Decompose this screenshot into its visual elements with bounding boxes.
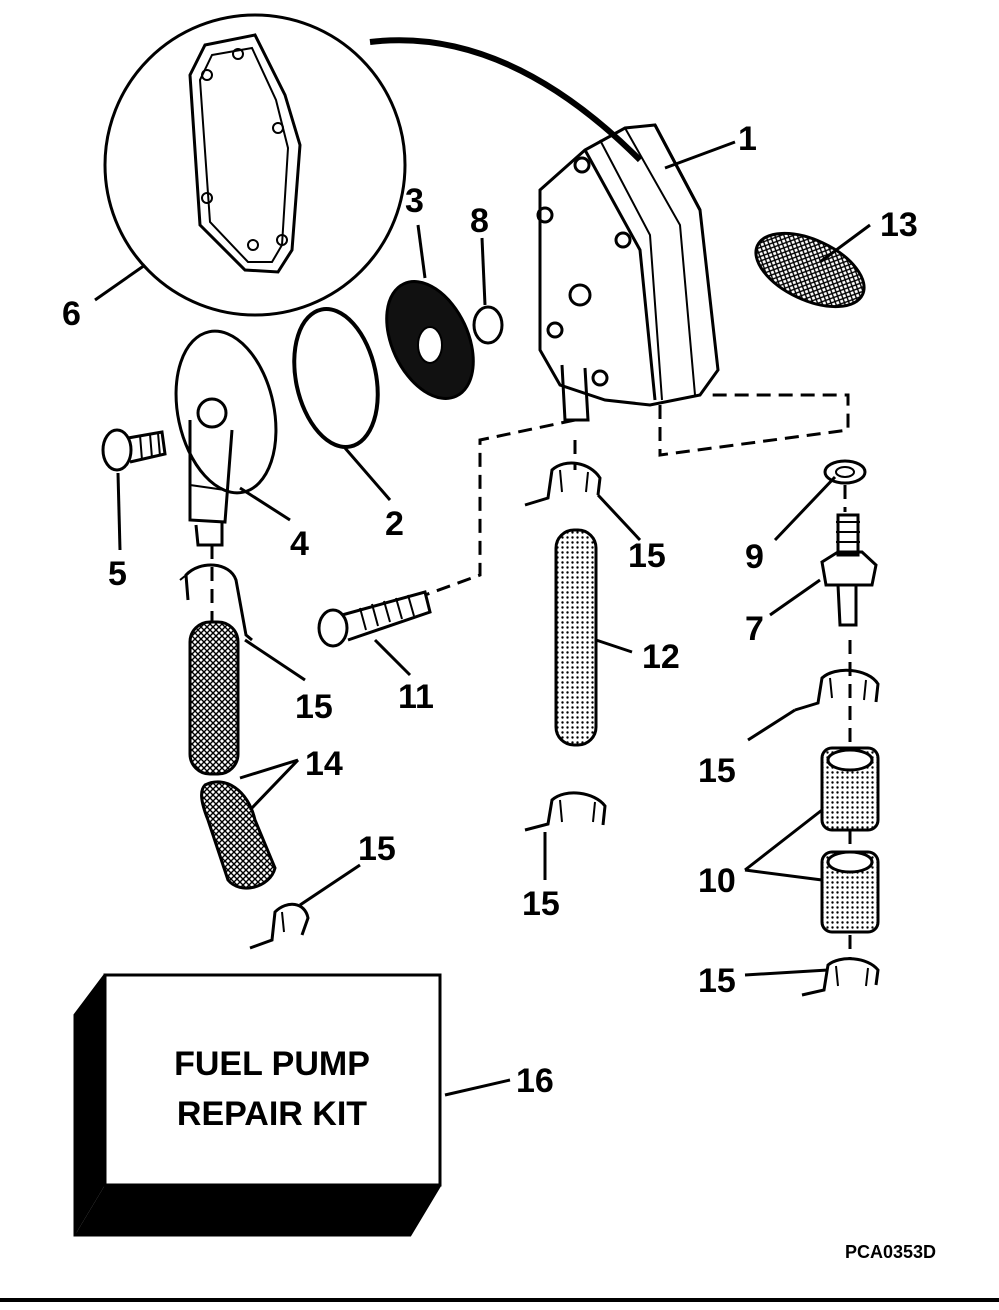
label-part-5: 5 [108,555,127,593]
part-14-filter-elements [188,620,277,890]
part-15-clamp-a [179,563,253,642]
kit-box-line2: REPAIR KIT [177,1095,367,1133]
label-part-1: 1 [738,120,757,158]
part-4-cover [174,329,278,547]
part-8-o-ring [472,305,504,345]
part-3-diaphragm [385,280,475,400]
label-part-3: 3 [405,182,424,220]
label-part-4: 4 [290,525,309,563]
part-labels: 1 2 3 4 5 6 7 8 9 10 11 12 13 14 15 15 1… [62,120,918,1100]
label-part-15-d: 15 [358,830,396,868]
part-16-repair-kit-box: FUEL PUMP REPAIR KIT [73,973,442,1237]
part-7-fitting [820,513,878,627]
part-15-clamp-b [524,461,602,507]
label-part-12: 12 [642,638,680,676]
label-part-16: 16 [516,1062,554,1100]
part-12-filter-tube [554,528,598,747]
drawing-code: PCA0353D [845,1242,936,1262]
label-part-8: 8 [470,202,489,240]
label-part-15-e: 15 [522,885,560,923]
part-15-clamp-d [794,668,880,712]
label-part-10: 10 [698,862,736,900]
part-9-washer [823,459,867,485]
part-6-detail-circle [103,13,643,317]
label-part-15-b: 15 [628,537,666,575]
label-part-7: 7 [745,610,764,648]
part-15-clamp-e [249,902,310,950]
label-part-14: 14 [305,745,343,783]
label-part-6: 6 [62,295,81,333]
part-13-screen [754,231,866,309]
part-15-clamp-c [524,791,607,832]
label-part-15-a: 15 [295,688,333,726]
label-part-9: 9 [745,538,764,576]
label-part-13: 13 [880,206,918,244]
part-1-pump-body [536,123,720,422]
label-part-2: 2 [385,505,404,543]
part-11-bolt [317,590,432,648]
part-15-clamp-f [801,957,880,997]
part-10-filter-cartridges [820,746,880,934]
label-part-15-c: 15 [698,752,736,790]
label-part-11: 11 [398,678,434,716]
leader-lines [94,140,871,1097]
label-part-15-f: 15 [698,962,736,1000]
kit-box-line1: FUEL PUMP [174,1045,370,1083]
assembly-dashed-lines [210,393,852,960]
part-2-gasket [292,307,380,449]
part-5-screw [101,428,167,472]
